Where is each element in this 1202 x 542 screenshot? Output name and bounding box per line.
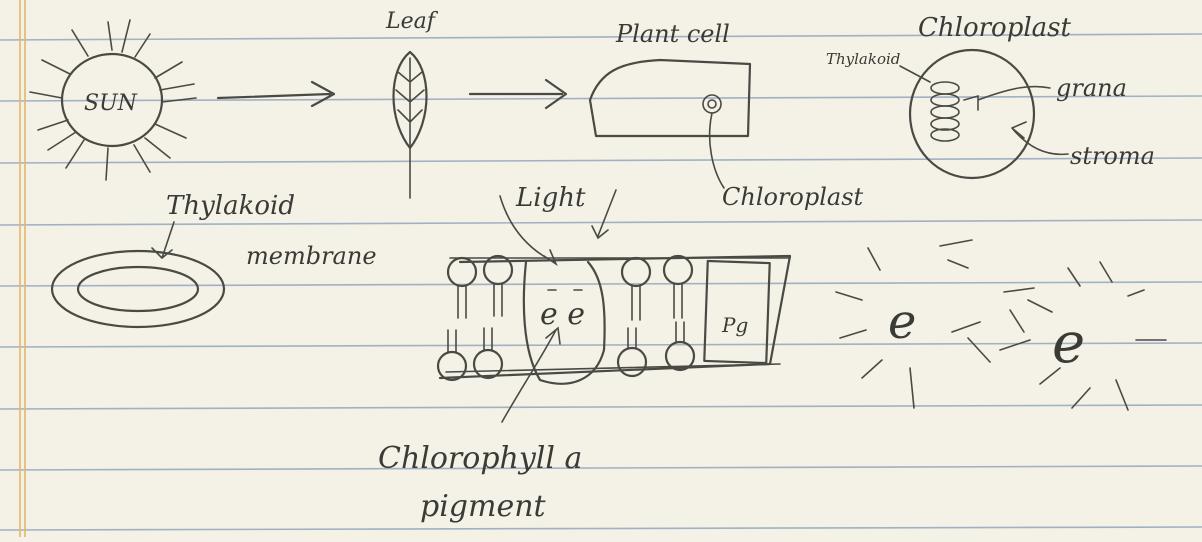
membrane-bilayer-drawing: Light e e Pg Chlorophyll a pigment bbox=[378, 183, 790, 524]
grana-label: grana bbox=[1056, 74, 1127, 102]
stroma-label: stroma bbox=[1070, 142, 1155, 170]
thylakoid-membrane-drawing: Thylakoid membrane bbox=[52, 191, 377, 327]
electron-left: e bbox=[888, 294, 916, 350]
plant-cell-label: Plant cell bbox=[615, 20, 730, 48]
thylakoid-label: Thylakoid bbox=[166, 191, 295, 221]
membrane-label: membrane bbox=[246, 242, 377, 270]
chloroplast-title: Chloroplast bbox=[918, 13, 1071, 43]
arrow-leaf-to-cell bbox=[470, 80, 566, 108]
pigment-label: pigment bbox=[420, 489, 547, 524]
chlorophyll-label: Chlorophyll a bbox=[378, 441, 582, 476]
excited-electrons-drawing: e e bbox=[836, 240, 1166, 410]
leaf-label: Leaf bbox=[385, 9, 439, 34]
chloroplast-cell-label: Chloroplast bbox=[722, 183, 864, 211]
arrow-sun-to-leaf bbox=[218, 82, 334, 106]
thylakoid-small-label: Thylakoid bbox=[826, 50, 900, 68]
electron-right: e bbox=[1052, 311, 1085, 376]
electrons-pair-label: e e bbox=[540, 297, 585, 332]
chloroplast-drawing: Chloroplast Thylakoid grana stroma bbox=[826, 13, 1155, 178]
sun-label: SUN bbox=[84, 91, 138, 116]
light-label: Light bbox=[515, 183, 586, 213]
plant-cell-drawing: Plant cell Chloroplast bbox=[590, 20, 864, 211]
pg-box-label: Pg bbox=[721, 313, 748, 337]
